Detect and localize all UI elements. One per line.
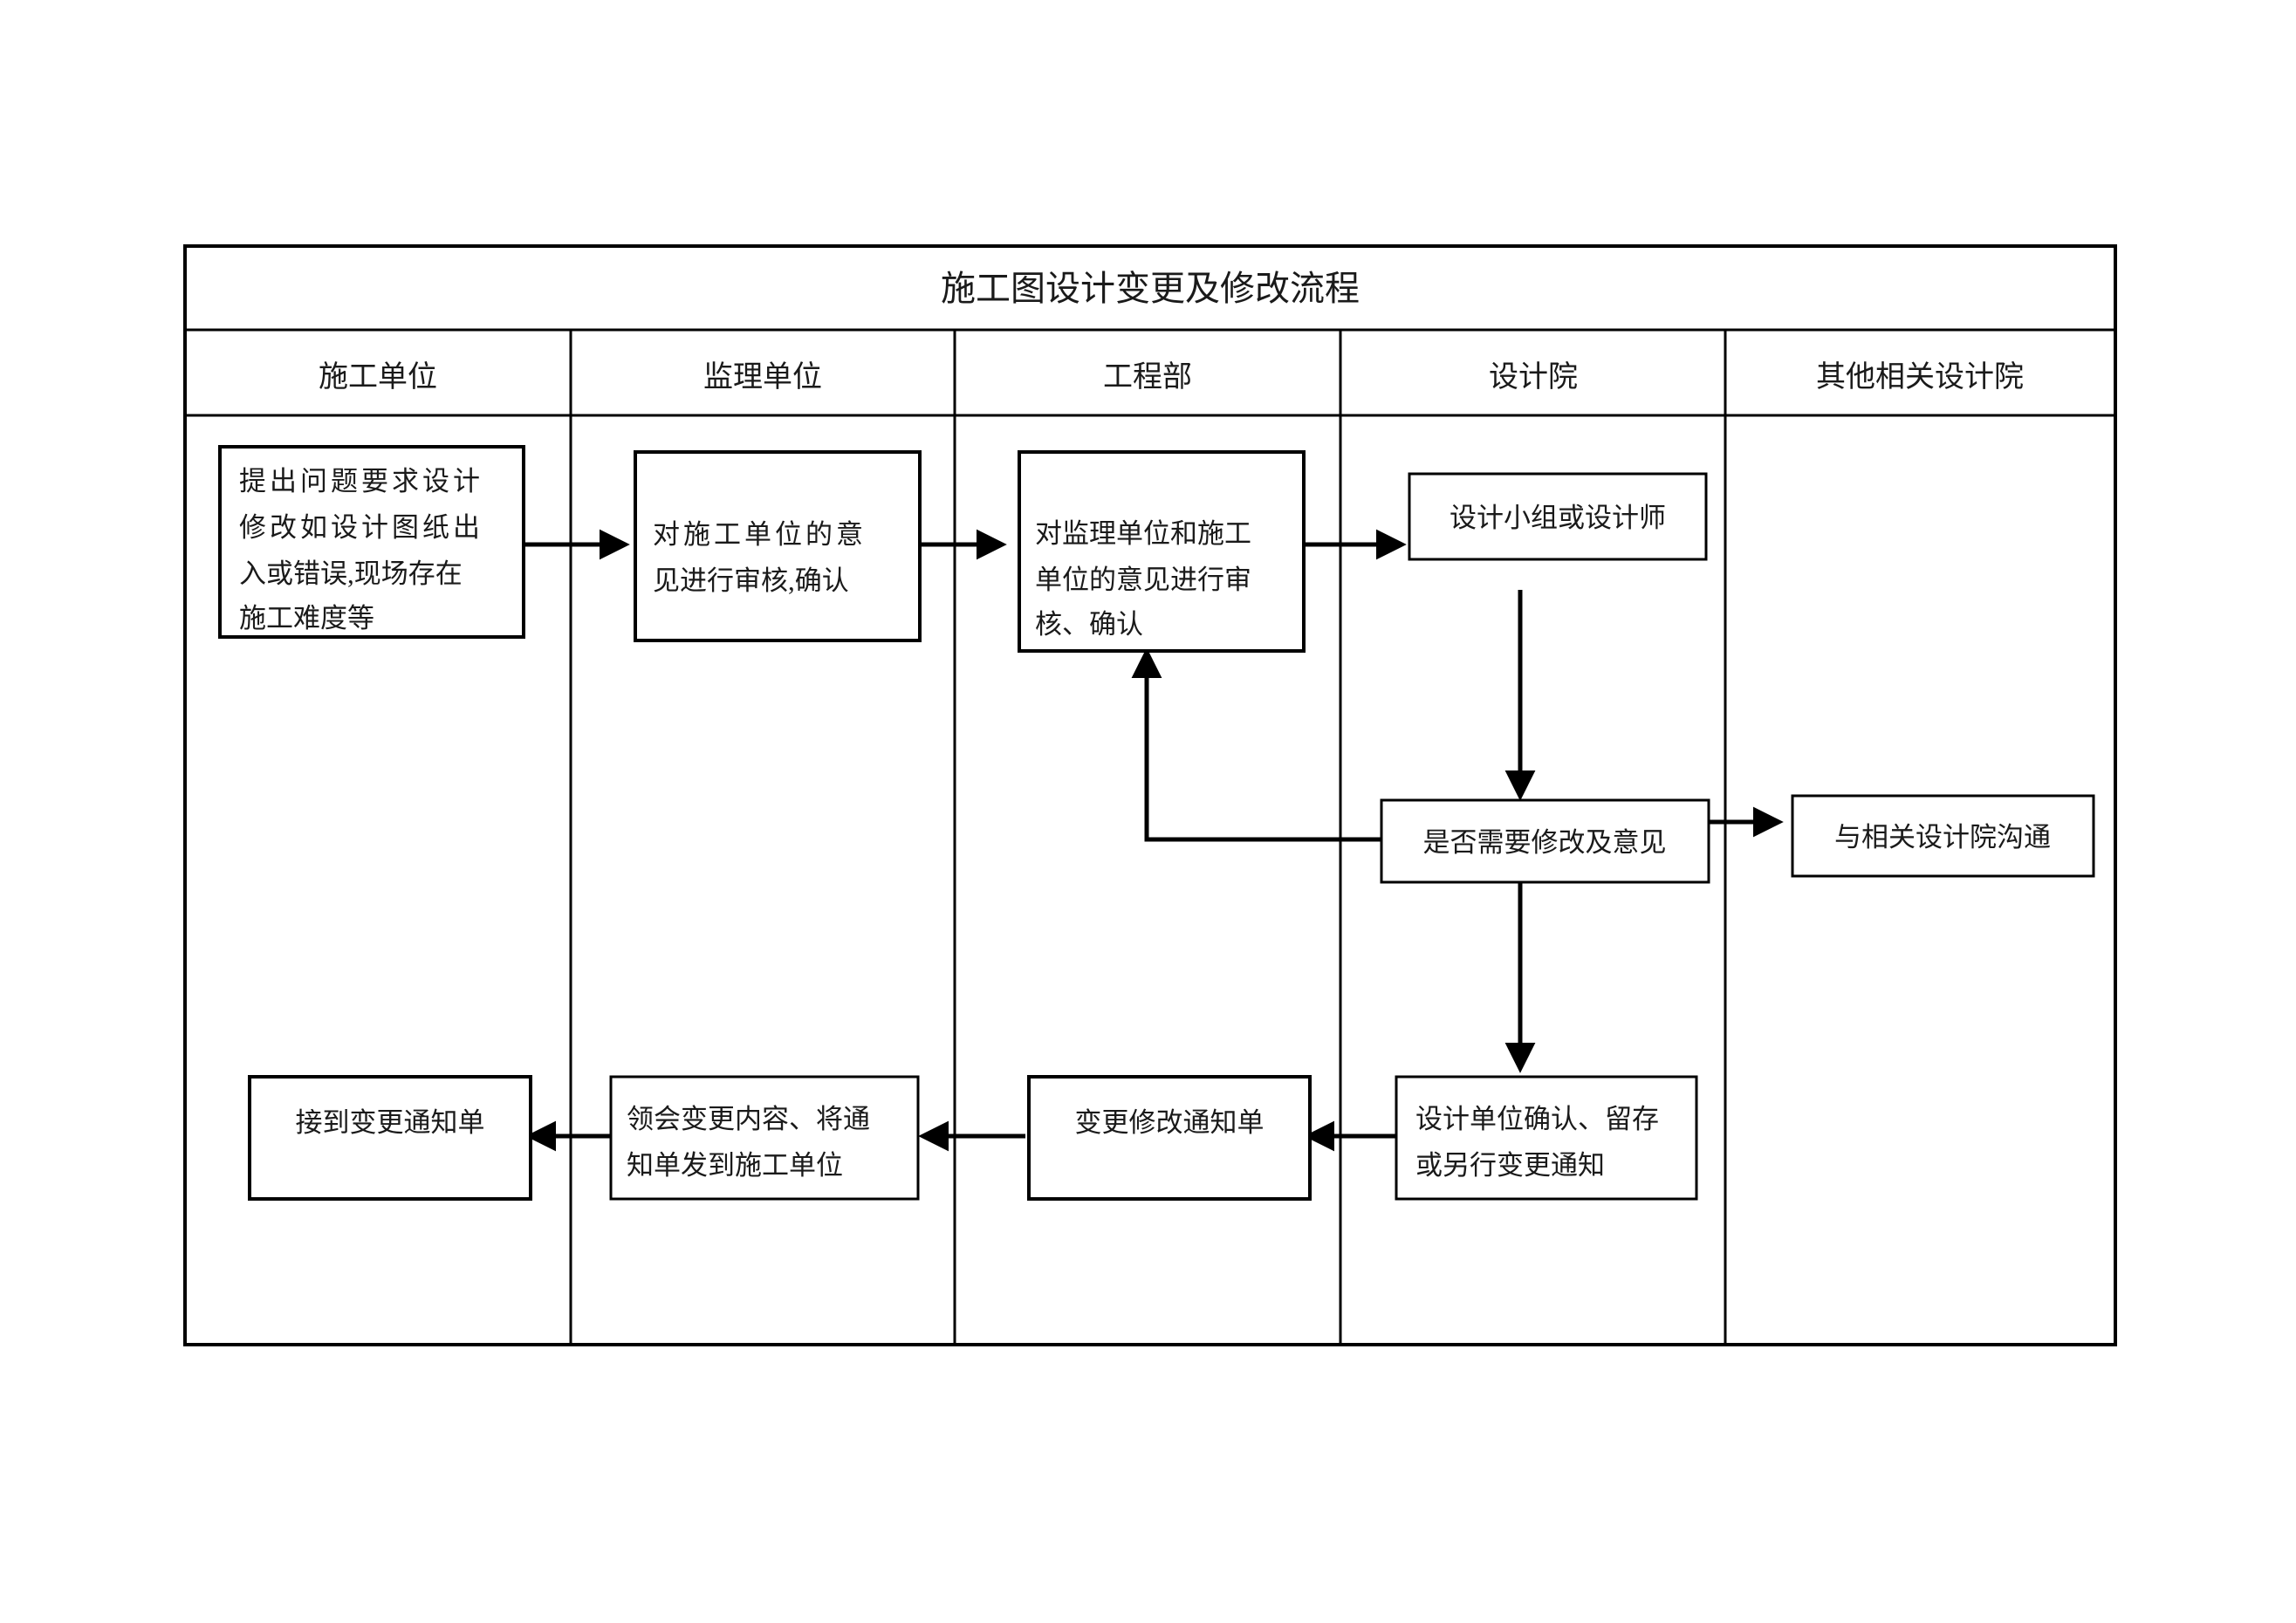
column-header-other-design-institutes: 其他相关设计院 xyxy=(1816,360,2024,394)
node-both-line-3: 核、确认 xyxy=(1035,609,1143,640)
node-raise-issue-line-2: 修改如设计图纸出 xyxy=(239,512,483,543)
node-receive-change-notice[interactable]: 接到变更通知单 xyxy=(248,1075,532,1201)
connector-decision-feedback-to-both xyxy=(1131,647,1381,842)
node-design-team[interactable]: 设计小组或设计师 xyxy=(1408,472,1708,561)
node-review-both-opinions-box[interactable] xyxy=(1018,450,1306,653)
node-raise-issue-box[interactable] xyxy=(218,445,525,639)
node-change-notice-label: 变更修改通知单 xyxy=(1075,1107,1265,1138)
node-review-construction-opinion[interactable]: 对施工单位的意 见进行审核,确认 xyxy=(634,450,922,642)
node-change-notice-box[interactable] xyxy=(1027,1075,1312,1201)
node-raise-issue[interactable]: 提出问题要求设计 修改如设计图纸出 入或错误,现场存在 施工难度等 xyxy=(218,445,525,639)
node-understand-line-2: 知单发到施工单位 xyxy=(627,1150,843,1181)
node-understand-and-send-box[interactable] xyxy=(609,1075,920,1201)
node-review-construction-opinion-box[interactable] xyxy=(634,450,922,642)
node-communicate-institutes-label: 与相关设计院沟通 xyxy=(1834,822,2051,853)
node-raise-issue-line-3: 入或错误,现场存在 xyxy=(239,558,463,589)
node-receive-change-notice-label: 接到变更通知单 xyxy=(296,1107,485,1138)
node-communicate-institutes-box[interactable] xyxy=(1791,794,2095,878)
node-understand-and-send[interactable]: 领会变更内容、将通 知单发到施工单位 xyxy=(609,1075,920,1201)
node-receive-change-notice-box[interactable] xyxy=(248,1075,532,1201)
node-raise-issue-line-4: 施工难度等 xyxy=(239,603,374,633)
node-both-line-1: 对监理单位和施工 xyxy=(1035,518,1251,549)
node-need-modification-box[interactable] xyxy=(1380,798,1710,884)
node-review-line-2: 见进行审核,确认 xyxy=(653,565,849,596)
node-review-both-opinions[interactable]: 对监理单位和施工 单位的意见进行审 核、确认 xyxy=(1018,450,1306,653)
node-need-modification[interactable]: 是否需要修改及意见 xyxy=(1380,798,1710,884)
node-review-line-1: 对施工单位的意 xyxy=(653,519,867,550)
column-header-construction-unit: 施工单位 xyxy=(319,360,437,394)
column-header-design-institute: 设计院 xyxy=(1489,360,1578,394)
node-confirm-line-2: 或另行变更通知 xyxy=(1415,1150,1605,1181)
node-need-modification-label: 是否需要修改及意见 xyxy=(1423,827,1667,858)
node-raise-issue-line-1: 提出问题要求设计 xyxy=(239,466,483,496)
node-design-confirm-archive[interactable]: 设计单位确认、留存 或另行变更通知 xyxy=(1395,1075,1698,1201)
node-communicate-institutes[interactable]: 与相关设计院沟通 xyxy=(1791,794,2095,878)
node-design-confirm-archive-box[interactable] xyxy=(1395,1075,1698,1201)
node-confirm-line-1: 设计单位确认、留存 xyxy=(1415,1104,1659,1134)
column-header-engineering-dept: 工程部 xyxy=(1103,360,1192,394)
page-title: 施工图设计变更及修改流程 xyxy=(941,269,1360,308)
node-change-notice[interactable]: 变更修改通知单 xyxy=(1027,1075,1312,1201)
node-understand-line-1: 领会变更内容、将通 xyxy=(627,1104,870,1134)
column-header-supervision-unit: 监理单位 xyxy=(703,360,822,394)
node-both-line-2: 单位的意见进行审 xyxy=(1035,565,1251,595)
node-design-team-box[interactable] xyxy=(1408,472,1708,561)
node-design-team-label: 设计小组或设计师 xyxy=(1450,503,1666,533)
